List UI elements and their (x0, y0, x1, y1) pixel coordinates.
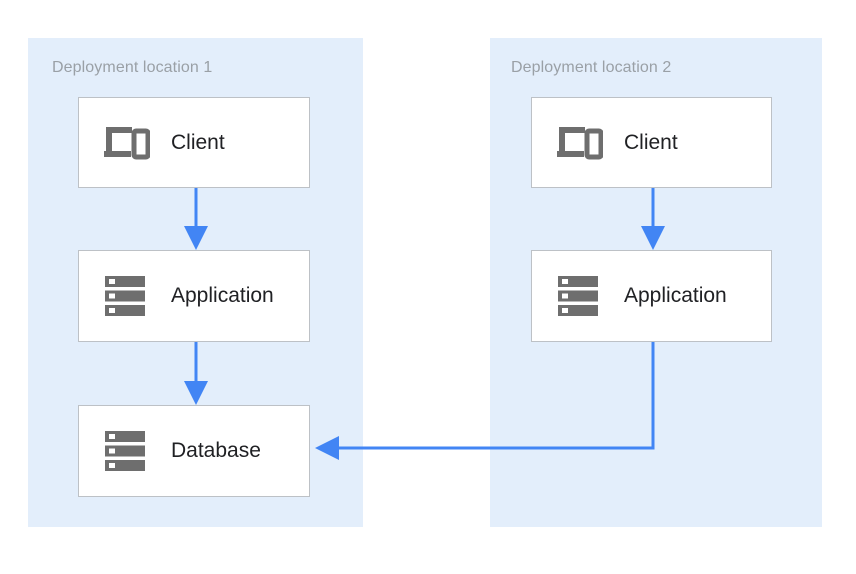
node-application-2-label: Application (624, 284, 727, 307)
server-icon (97, 422, 155, 480)
node-client-2[interactable]: Client (531, 97, 772, 188)
deployment-zone-1-label: Deployment location 1 (52, 59, 213, 76)
devices-icon (97, 114, 155, 172)
node-client-1-label: Client (171, 130, 225, 154)
node-client-2-label: Client (624, 130, 678, 154)
server-icon (97, 267, 155, 325)
node-application-1[interactable]: Application (78, 250, 310, 342)
deployment-zone-2-label: Deployment location 2 (511, 59, 672, 76)
devices-icon (550, 114, 608, 172)
node-database-1[interactable]: Database (78, 405, 310, 497)
node-client-1[interactable]: Client (78, 97, 310, 188)
server-icon (550, 267, 608, 325)
node-application-2[interactable]: Application (531, 250, 772, 342)
node-database-1-label: Database (171, 439, 261, 462)
node-application-1-label: Application (171, 284, 274, 307)
